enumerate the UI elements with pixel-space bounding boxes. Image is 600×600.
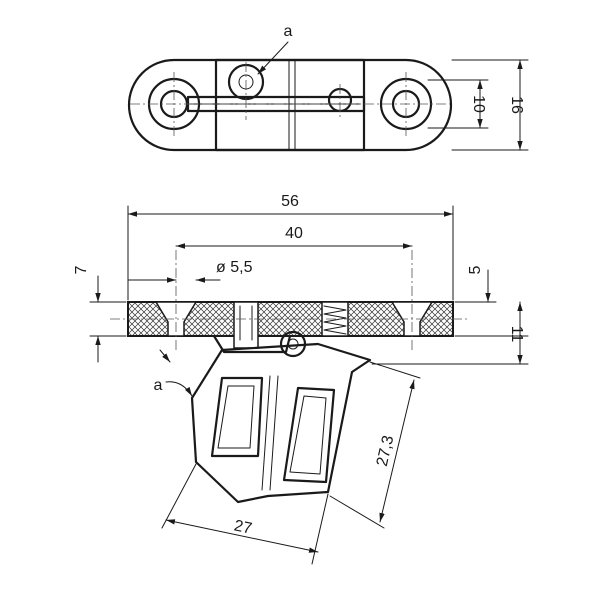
spring: [323, 305, 347, 335]
label-top-a: a: [284, 23, 293, 40]
pin-pocket: [233, 301, 259, 349]
side-view: 56 40 ø 5,5 7 5 11 a 27,3: [73, 193, 529, 565]
dim-56: 56: [281, 193, 299, 210]
dim-7: 7: [73, 265, 90, 274]
dim-40: 40: [285, 225, 303, 242]
dim-5-5: ø 5,5: [216, 259, 253, 276]
latch-body: [190, 342, 372, 504]
dim-5: 5: [467, 265, 484, 274]
top-view: a 10 16: [127, 23, 529, 152]
latch-window-right: [282, 386, 336, 484]
dim-10: 10: [470, 95, 487, 113]
dim-27-3: 27,3: [374, 434, 398, 468]
dim-16: 16: [508, 96, 525, 114]
hinge-pin: [279, 330, 307, 358]
label-side-a: a: [154, 377, 163, 394]
top-plate-outline: [127, 58, 453, 152]
latch-window-left: [210, 376, 264, 458]
dim-27: 27: [232, 517, 253, 537]
dim-11: 11: [508, 326, 525, 343]
top-center-body: [214, 58, 366, 152]
